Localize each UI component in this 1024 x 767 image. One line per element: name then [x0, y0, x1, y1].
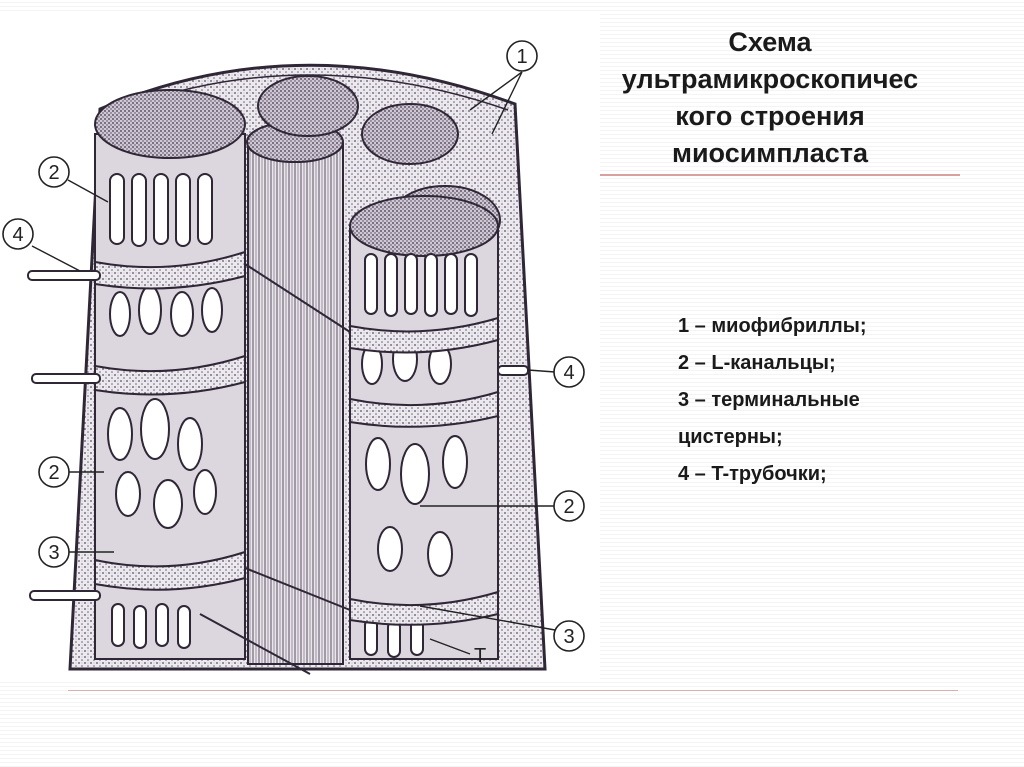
- central-myofibril: [247, 122, 343, 664]
- callout-label: 2: [48, 162, 59, 184]
- slide-title: Схема ультрамикроскопичес кого строения …: [600, 24, 940, 172]
- callout-4-left: 4: [3, 219, 33, 249]
- callout-label: 2: [48, 462, 59, 484]
- myosymplast-diagram: 1 2 4 4 2 2 3 3 T: [0, 14, 600, 679]
- callout-label: 3: [48, 542, 59, 564]
- bottom-divider: [68, 690, 958, 691]
- legend-item-cisternae: цистерны;: [678, 419, 998, 456]
- title-line: кого строения: [600, 98, 940, 135]
- t-tubule-label: T: [474, 645, 486, 667]
- callout-3-right: 3: [554, 621, 584, 651]
- callout-2-upper-left: 2: [39, 157, 69, 187]
- callout-2-right: 2: [554, 491, 584, 521]
- callout-label: 4: [563, 362, 574, 384]
- title-divider: [600, 174, 960, 176]
- diagram-illustration: 1 2 4 4 2 2 3 3 T: [0, 14, 600, 679]
- callout-label: 2: [563, 496, 574, 518]
- title-line: Схема: [600, 24, 940, 61]
- callout-label: 3: [563, 626, 574, 648]
- title-line: миосимпласта: [600, 135, 940, 172]
- callout-label: 1: [516, 46, 527, 68]
- callout-4-right: 4: [554, 357, 584, 387]
- legend: 1 – миофибриллы; 2 – L-канальцы; 3 – тер…: [678, 308, 998, 493]
- callout-label: 4: [12, 224, 23, 246]
- callout-1-top: 1: [507, 41, 537, 71]
- legend-item-myofibrils: 1 – миофибриллы;: [678, 308, 998, 345]
- title-line: ультрамикроскопичес: [600, 61, 940, 98]
- callout-3-left: 3: [39, 537, 69, 567]
- callout-2-mid-left: 2: [39, 457, 69, 487]
- legend-item-t-tubules: 4 – T-трубочки;: [678, 456, 998, 493]
- legend-item-l-canals: 2 – L-канальцы;: [678, 345, 998, 382]
- legend-item-terminal: 3 – терминальные: [678, 382, 998, 419]
